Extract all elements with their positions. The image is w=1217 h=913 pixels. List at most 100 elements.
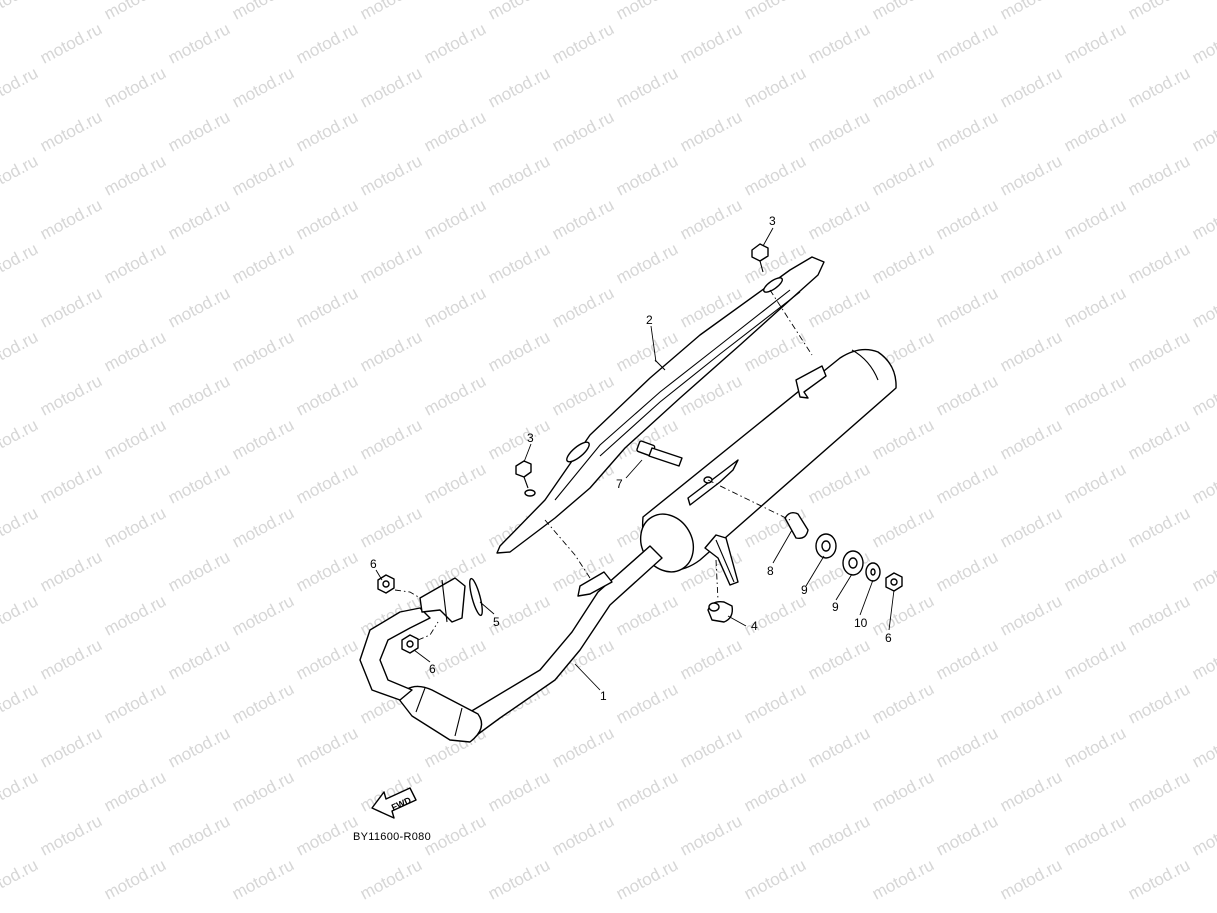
watermark-text: motod.ru bbox=[293, 635, 361, 683]
watermark-text: motod.ru bbox=[741, 767, 809, 815]
watermark-text: motod.ru bbox=[869, 855, 937, 903]
callout-labels: 1 2 3 3 4 5 6 6 6 7 8 9 9 10 bbox=[370, 214, 892, 703]
watermark-text: motod.ru bbox=[421, 459, 489, 507]
part-code: BY11600-R080 bbox=[353, 831, 431, 843]
watermark-text: motod.ru bbox=[229, 151, 297, 199]
bolt-part-3-upper bbox=[751, 243, 769, 273]
collar-part-8 bbox=[784, 511, 809, 540]
watermark-text: motod.ru bbox=[293, 459, 361, 507]
watermark-text: motod.ru bbox=[1125, 767, 1193, 815]
watermark-text: motod.ru bbox=[1189, 195, 1217, 243]
watermark-text: motod.ru bbox=[549, 107, 617, 155]
callout-3b: 3 bbox=[527, 431, 534, 445]
watermark-text: motod.ru bbox=[1125, 327, 1193, 375]
watermark-text: motod.ru bbox=[1125, 415, 1193, 463]
watermark-text: motod.ru bbox=[357, 63, 425, 111]
damper-part-4 bbox=[707, 600, 734, 623]
watermark-text: motod.ru bbox=[933, 459, 1001, 507]
watermark-text: motod.ru bbox=[1125, 855, 1193, 903]
watermark-text: motod.ru bbox=[485, 415, 553, 463]
watermark-text: motod.ru bbox=[741, 0, 809, 24]
watermark-text: motod.ru bbox=[485, 0, 553, 24]
watermark-text: motod.ru bbox=[613, 151, 681, 199]
watermark-text: motod.ru bbox=[101, 679, 169, 727]
watermark-text: motod.ru bbox=[677, 195, 745, 243]
watermark-text: motod.ru bbox=[101, 0, 169, 24]
watermark-text: motod.ru bbox=[1061, 107, 1129, 155]
watermark-text: motod.ru bbox=[869, 0, 937, 24]
watermark-text: motod.ru bbox=[805, 811, 873, 859]
watermark-text: motod.ru bbox=[1189, 283, 1217, 331]
watermark-text: motod.ru bbox=[421, 371, 489, 419]
watermark-text: motod.ru bbox=[805, 723, 873, 771]
watermark-text: motod.ru bbox=[1061, 371, 1129, 419]
watermark-text: motod.ru bbox=[101, 767, 169, 815]
callout-1: 1 bbox=[600, 689, 607, 703]
watermark-text: motod.ru bbox=[485, 151, 553, 199]
callout-7: 7 bbox=[616, 477, 623, 491]
callout-6b: 6 bbox=[429, 662, 436, 676]
watermark-text: motod.ru bbox=[165, 723, 233, 771]
watermark-text: motod.ru bbox=[613, 855, 681, 903]
watermark-text: motod.ru bbox=[37, 371, 105, 419]
watermark-text: motod.ru bbox=[357, 0, 425, 24]
watermark-text: motod.ru bbox=[0, 151, 41, 199]
watermark-text: motod.ru bbox=[741, 855, 809, 903]
watermark-text: motod.ru bbox=[1125, 503, 1193, 551]
watermark-text: motod.ru bbox=[229, 415, 297, 463]
watermark-text: motod.ru bbox=[421, 195, 489, 243]
watermark-text: motod.ru bbox=[357, 503, 425, 551]
watermark-text: motod.ru bbox=[997, 151, 1065, 199]
watermark-text: motod.ru bbox=[0, 503, 41, 551]
gasket-part-5 bbox=[469, 577, 483, 617]
watermark-text: motod.ru bbox=[165, 195, 233, 243]
watermark-text: motod.ru bbox=[229, 855, 297, 903]
watermark-text: motod.ru bbox=[869, 239, 937, 287]
watermark-text: motod.ru bbox=[549, 19, 617, 67]
watermark-text: motod.ru bbox=[37, 195, 105, 243]
watermark-text: motod.ru bbox=[1061, 459, 1129, 507]
watermark-text: motod.ru bbox=[293, 371, 361, 419]
watermark-text: motod.ru bbox=[357, 415, 425, 463]
watermark-text: motod.ru bbox=[1061, 283, 1129, 331]
callout-3a: 3 bbox=[769, 214, 776, 228]
watermark-text: motod.ru bbox=[613, 0, 681, 24]
watermark-text: motod.ru bbox=[165, 283, 233, 331]
watermark-text: motod.ru bbox=[997, 239, 1065, 287]
heat-shield bbox=[496, 256, 825, 554]
watermark-text: motod.ru bbox=[869, 679, 937, 727]
watermark-text: motod.ru bbox=[1125, 63, 1193, 111]
leader-lines bbox=[375, 227, 895, 691]
watermark-text: motod.ru bbox=[933, 283, 1001, 331]
watermark-text: motod.ru bbox=[165, 371, 233, 419]
watermark-text: motod.ru bbox=[869, 591, 937, 639]
watermark-text: motod.ru bbox=[0, 855, 41, 903]
grommet-part-9a bbox=[815, 533, 837, 559]
watermark-text: motod.ru bbox=[869, 415, 937, 463]
watermark-text: motod.ru bbox=[1189, 371, 1217, 419]
watermark-text: motod.ru bbox=[229, 327, 297, 375]
watermark-text: motod.ru bbox=[869, 503, 937, 551]
bolt-part-7 bbox=[636, 440, 683, 467]
callout-5: 5 bbox=[493, 615, 500, 629]
watermark-text: motod.ru bbox=[1061, 195, 1129, 243]
watermark-text: motod.ru bbox=[549, 371, 617, 419]
watermark-text: motod.ru bbox=[549, 195, 617, 243]
watermark-text: motod.ru bbox=[997, 591, 1065, 639]
watermark-text: motod.ru bbox=[997, 767, 1065, 815]
watermark-text: motod.ru bbox=[229, 63, 297, 111]
watermark-text: motod.ru bbox=[421, 107, 489, 155]
watermark-text: motod.ru bbox=[293, 195, 361, 243]
watermark-text: motod.ru bbox=[1061, 811, 1129, 859]
watermark-text: motod.ru bbox=[37, 811, 105, 859]
callout-10: 10 bbox=[854, 616, 868, 630]
watermark-text: motod.ru bbox=[37, 459, 105, 507]
watermark-text: motod.ru bbox=[0, 327, 41, 375]
watermark-text: motod.ru bbox=[613, 591, 681, 639]
watermark-text: motod.ru bbox=[677, 723, 745, 771]
watermark-text: motod.ru bbox=[805, 195, 873, 243]
watermark-text: motod.ru bbox=[165, 459, 233, 507]
callout-4: 4 bbox=[751, 619, 758, 633]
watermark-text: motod.ru bbox=[0, 0, 41, 24]
